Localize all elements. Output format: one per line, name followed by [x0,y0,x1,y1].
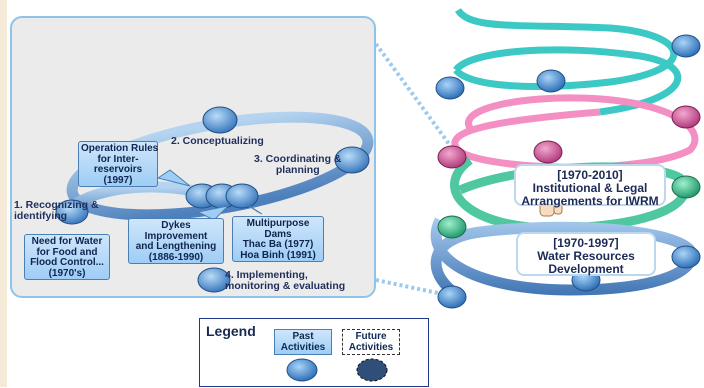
callout-operation-rules: Operation Rules for Inter- reservoirs (1… [78,141,158,187]
node-cluster-c [225,183,259,209]
node-green-left [437,215,467,239]
legend-past-label: Past Activities [274,329,332,355]
node-pink-left [437,145,467,169]
callout-dykes: Dykes Improvement and Lengthening (1886-… [128,218,224,264]
connector-lower [375,278,453,298]
step-recognizing: 1. Recognizing & identifying [14,199,99,222]
legend-future-label: Future Activities [342,329,400,355]
node-green-right [671,175,701,199]
phase-wrd-title: Water Resources Development [537,249,635,276]
node-teal-right [671,34,701,58]
legend-future-node [356,358,388,382]
legend-swatches [286,358,388,382]
phase-iwrm: [1970-2010] Institutional & Legal Arrang… [514,164,666,208]
legend-title: Legend [206,323,256,339]
node-coordinating [334,146,370,174]
node-teal-mid [536,69,566,93]
phase-wrd-years: [1970-1997] [553,236,619,250]
pink-ring [451,94,699,171]
node-blue-left [437,285,467,309]
phase-iwrm-title: Institutional & Legal Arrangements for I… [521,181,659,208]
callout-dams: Multipurpose Dams Thac Ba (1977) Hoa Bin… [232,216,324,262]
node-pink-mid [533,140,563,164]
node-conceptualizing [202,106,238,134]
pointer-operation-rules [156,169,191,187]
step-conceptualizing: 2. Conceptualizing [171,135,264,147]
legend: Legend Past Activities Future Activities [199,318,429,387]
node-pink-right [671,105,701,129]
node-teal-left [435,76,465,100]
callout-need-water: Need for Water for Food and Flood Contro… [24,234,110,280]
node-blue-right [671,245,701,269]
phase-wrd: [1970-1997] Water Resources Development [516,232,656,276]
pointer-dykes [196,205,230,221]
step-coordinating: 3. Coordinating & planning [254,153,342,176]
phase-iwrm-years: [1970-2010] [557,168,623,182]
node-recognizing [55,199,89,225]
node-implementing [197,267,231,293]
legend-past-node [286,358,318,382]
left-edge-stripe [0,0,7,387]
teal-ring [453,7,678,90]
pointer-dams [245,203,263,215]
step-implementing: 4. Implementing, monitoring & evaluating [225,269,346,292]
